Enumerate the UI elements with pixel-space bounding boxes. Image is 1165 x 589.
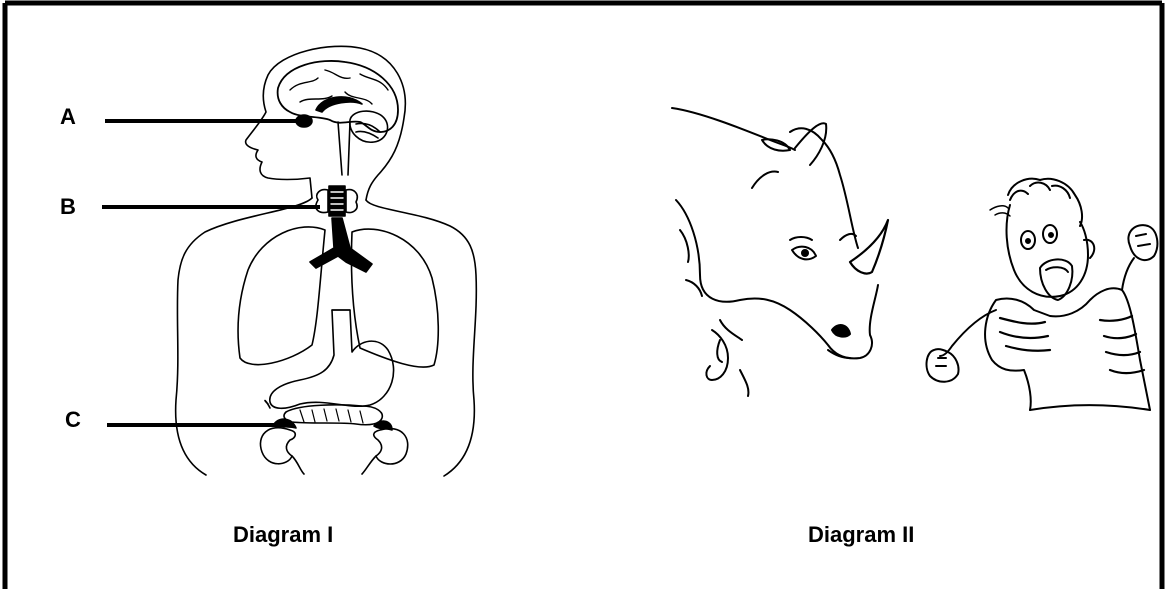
human-body-diagram <box>176 46 477 476</box>
man-head <box>1007 205 1088 297</box>
man-hair <box>1008 179 1082 226</box>
right-kidney <box>374 429 408 464</box>
head-outline <box>246 46 406 200</box>
trachea <box>329 186 345 216</box>
pancreas <box>284 405 382 425</box>
stomach <box>270 310 394 408</box>
man-shirt <box>985 288 1150 410</box>
label-c: C <box>65 407 81 433</box>
left-lung <box>238 227 325 365</box>
frightened-man-illustration <box>927 179 1158 410</box>
border <box>5 3 1162 589</box>
label-a: A <box>60 104 76 130</box>
cerebellum <box>350 111 388 142</box>
right-lung <box>351 229 438 367</box>
man-arm-right <box>1122 258 1134 290</box>
rhino-nostril <box>832 325 850 337</box>
pointer-lines <box>102 121 320 425</box>
label-b: B <box>60 194 76 220</box>
man-fist-right <box>1128 225 1157 260</box>
rhino-horn <box>850 220 888 274</box>
torso-outline <box>176 198 477 476</box>
rhino-illustration <box>672 108 888 396</box>
left-kidney <box>260 428 295 464</box>
caption-diagram-2: Diagram II <box>808 522 914 548</box>
bronchi <box>310 218 372 272</box>
caption-diagram-1: Diagram I <box>233 522 333 548</box>
